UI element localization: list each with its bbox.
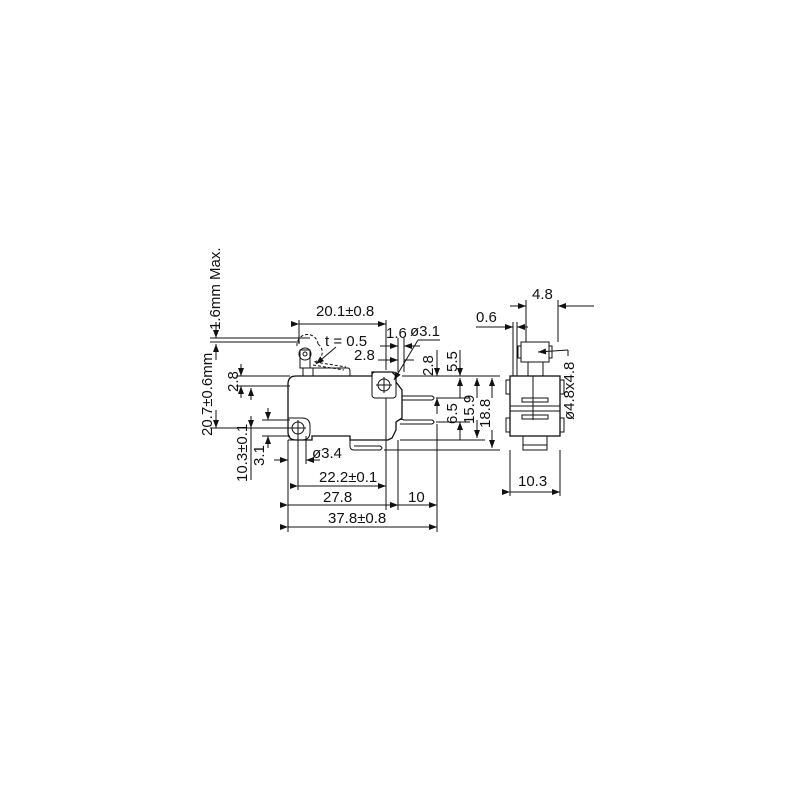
dimension-lines <box>210 320 500 532</box>
dim-hole-diameter-bottom: ø3.4 <box>312 445 342 462</box>
dim-terminal-height-2: 18.8 <box>477 399 494 428</box>
dim-terminal-spacing-top: 5.5 <box>444 351 461 372</box>
terminals <box>349 395 435 451</box>
dim-body-length: 27.8 <box>323 489 352 506</box>
dim-lever-thickness: t = 0.5 <box>325 333 367 350</box>
dim-hole-dim-small: 3.1 <box>251 445 268 466</box>
dim-body-width: 10.3 <box>518 473 547 490</box>
dim-hole-offset-top: 2.8 <box>354 347 375 364</box>
dim-top-to-body: 2.8 <box>225 371 242 392</box>
dim-terminal-height-1: 15.9 <box>461 395 478 424</box>
dim-terminal-length: 10 <box>408 489 425 506</box>
side-view: 4.8 0.6 ø4.8x4.8 10.3 <box>476 286 594 496</box>
dim-hole-diameter-top: ø3.1 <box>410 323 440 340</box>
front-view-labels: 20.1±0.8 t = 0.5 1.6 ø3.1 2.8 2.8 5.5 6.… <box>199 247 494 527</box>
switch-body <box>287 371 403 441</box>
dim-lever-offset: 0.6 <box>476 309 497 326</box>
dim-hole-spacing: 22.2±0.1 <box>319 469 377 486</box>
dim-hole-offset-vertical: 2.8 <box>420 355 437 376</box>
dim-roller-width: 4.8 <box>532 286 553 303</box>
dim-lever-width: 20.1±0.8 <box>316 303 374 320</box>
dim-mount-height: 10.3±0.1 <box>234 424 251 482</box>
dim-roller-size: ø4.8x4.8 <box>561 362 578 420</box>
bottom-mount-hole <box>288 417 311 441</box>
top-mount-hole <box>371 371 397 399</box>
dim-hole-offset-x: 1.6 <box>386 325 407 342</box>
side-view-labels: 4.8 0.6 ø4.8x4.8 10.3 <box>476 286 578 490</box>
dim-overtravel-max: 1.6mm Max. <box>207 247 224 330</box>
dim-terminal-pitch: 6.5 <box>444 403 461 424</box>
dim-total-height: 20.7±0.6mm <box>199 353 216 436</box>
dim-overall-length: 37.8±0.8 <box>328 510 386 527</box>
front-view: 20.1±0.8 t = 0.5 1.6 ø3.1 2.8 2.8 5.5 6.… <box>199 247 500 532</box>
